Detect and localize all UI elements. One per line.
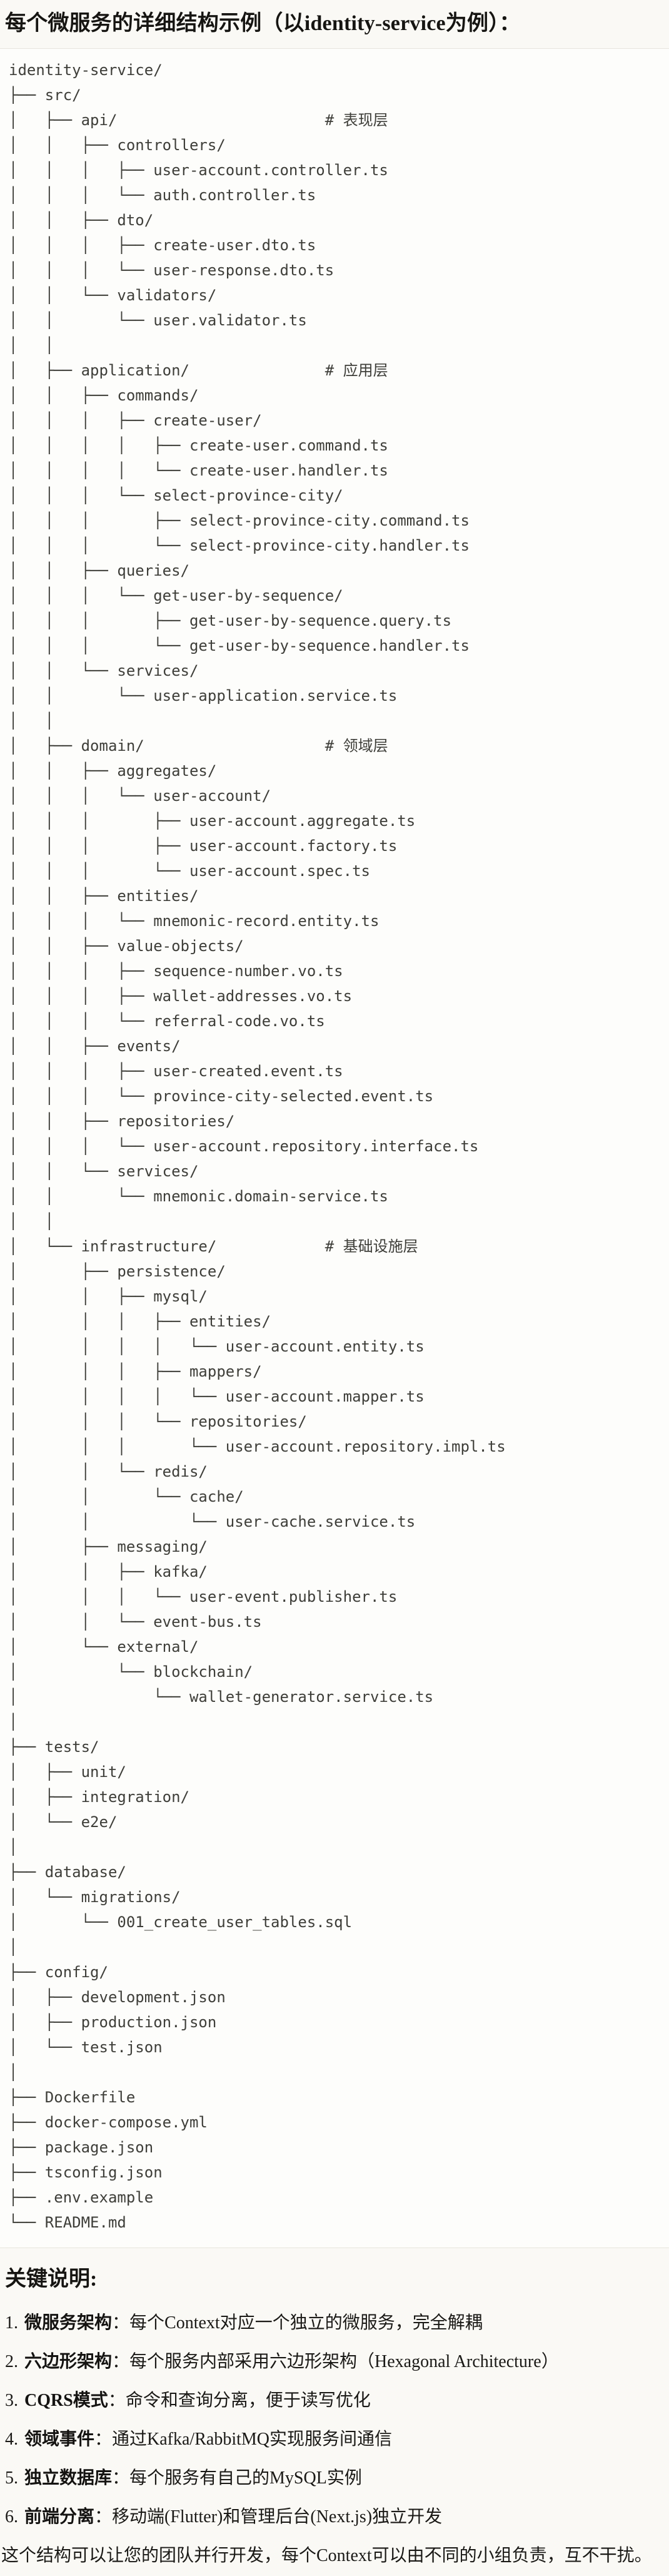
note-description: 每个服务有自己的MySQL实例: [129, 2468, 362, 2488]
directory-tree-block: identity-service/ ├── src/ │ ├── api/ # …: [0, 48, 669, 2248]
note-description: 移动端(Flutter)和管理后台(Next.js)独立开发: [112, 2507, 443, 2527]
note-item: 2. 六边形架构：每个服务内部采用六边形架构（Hexagonal Architec…: [5, 2349, 664, 2375]
note-colon: ：: [112, 2352, 130, 2371]
note-term: 六边形架构: [24, 2352, 113, 2371]
note-term: 独立数据库: [24, 2468, 113, 2488]
note-colon: ：: [94, 2430, 113, 2449]
note-term: CQRS模式: [24, 2391, 108, 2410]
note-item: 5. 独立数据库：每个服务有自己的MySQL实例: [5, 2466, 664, 2491]
page-title: 每个微服务的详细结构示例（以identity-service为例）：: [5, 12, 521, 35]
directory-tree: identity-service/ ├── src/ │ ├── api/ # …: [9, 61, 506, 2231]
note-item: 6. 前端分离：移动端(Flutter)和管理后台(Next.js)独立开发: [5, 2505, 664, 2530]
notes-heading: 关键说明:: [5, 2268, 98, 2291]
note-number: 3.: [5, 2391, 18, 2410]
note-number: 4.: [5, 2430, 18, 2449]
note-term: 前端分离: [24, 2507, 95, 2527]
note-colon: ：: [112, 2313, 130, 2333]
note-term: 领域事件: [24, 2430, 95, 2449]
note-item: 4. 领域事件：通过Kafka/RabbitMQ实现服务间通信: [5, 2427, 664, 2452]
note-colon: ：: [108, 2391, 126, 2410]
notes-list: 1.微服务架构：每个Context对应一个独立的微服务，完全解耦 2.六边形架构…: [0, 2311, 669, 2530]
note-number: 2.: [5, 2352, 18, 2371]
note-number: 1.: [5, 2313, 18, 2333]
note-description: 每个Context对应一个独立的微服务，完全解耦: [129, 2313, 483, 2333]
closing-paragraph: 这个结构可以让您的团队并行开发，每个Context可以由不同的小组负责，互不干扰…: [1, 2546, 652, 2565]
note-colon: ：: [112, 2468, 130, 2488]
note-description: 通过Kafka/RabbitMQ实现服务间通信: [112, 2430, 392, 2449]
note-term: 微服务架构: [24, 2313, 113, 2333]
note-colon: ：: [94, 2507, 113, 2527]
note-number: 5.: [5, 2468, 18, 2488]
note-item: 1. 微服务架构：每个Context对应一个独立的微服务，完全解耦: [5, 2311, 664, 2336]
note-number: 6.: [5, 2507, 18, 2527]
note-item: 3. CQRS模式：命令和查询分离，便于读写优化: [5, 2388, 664, 2413]
note-description: 每个服务内部采用六边形架构（Hexagonal Architecture）: [129, 2352, 559, 2371]
note-description: 命令和查询分离，便于读写优化: [125, 2391, 371, 2410]
